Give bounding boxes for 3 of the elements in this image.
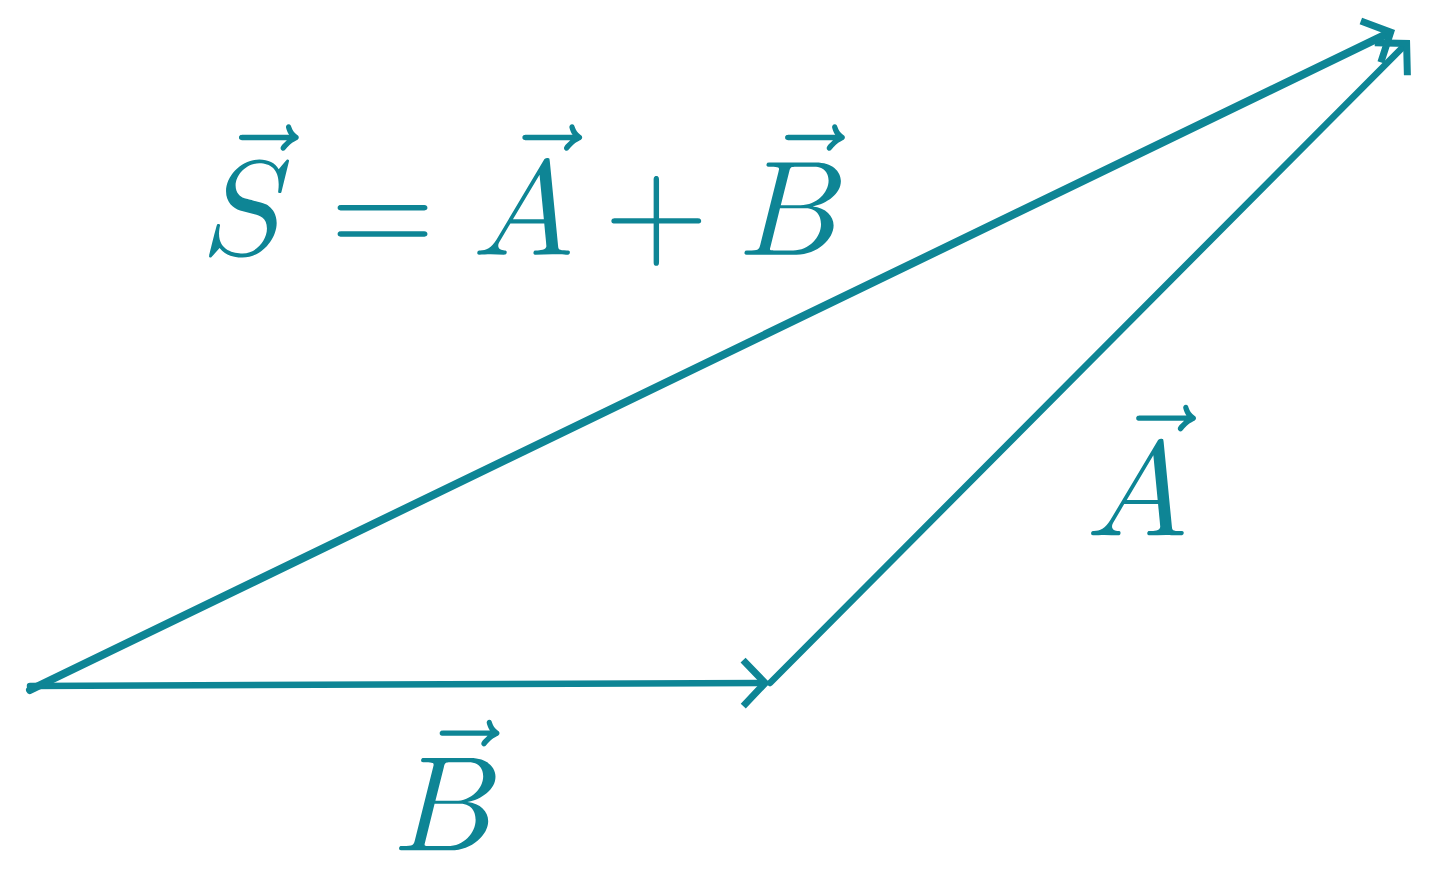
- vector-label: $\vec{S} = \vec{A} + \vec{B}$: [209, 124, 845, 266]
- vector-label: $\vec{B}$: [399, 719, 500, 851]
- vector-label: $\vec{A}$: [1091, 404, 1196, 536]
